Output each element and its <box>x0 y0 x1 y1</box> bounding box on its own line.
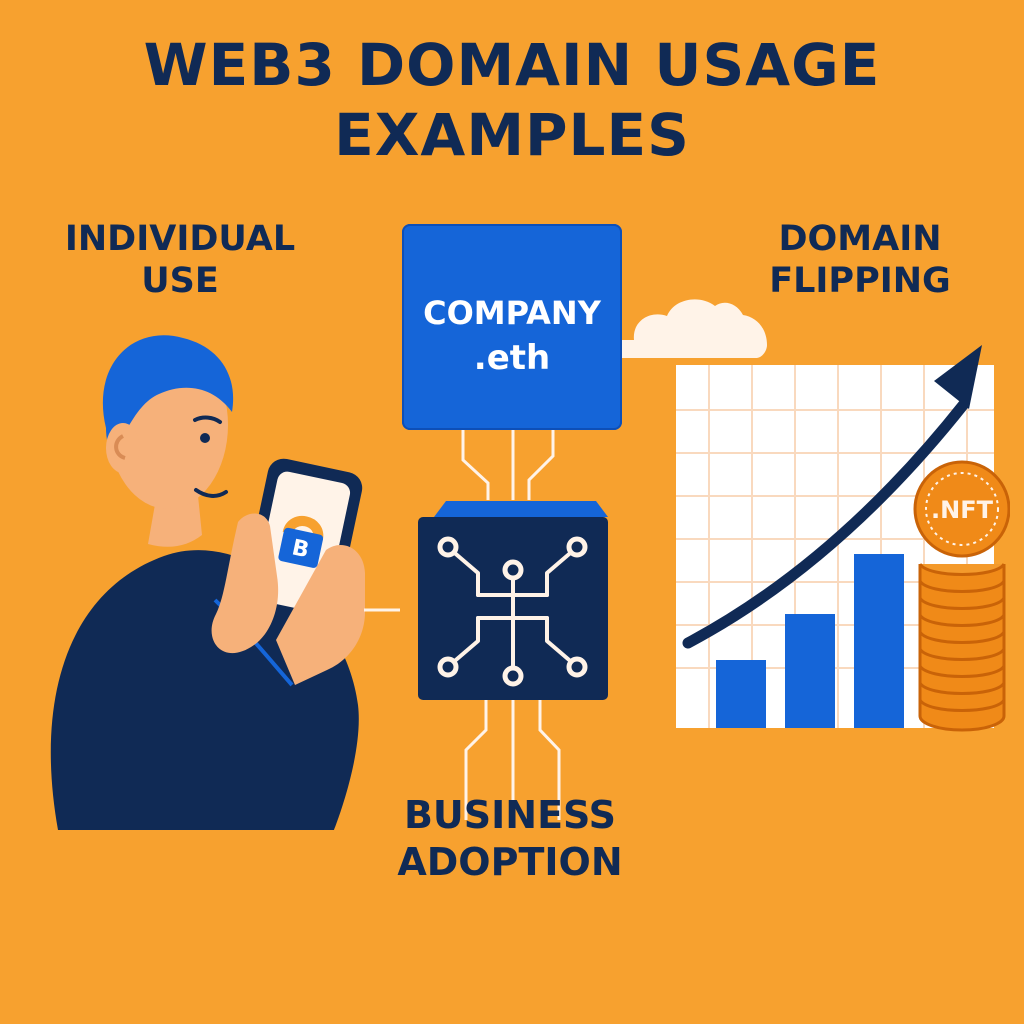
business-label-line-1: BUSINESS <box>403 793 617 837</box>
page-title: WEB3 DOMAIN USAGE EXAMPLES <box>0 30 1024 170</box>
nft-coin-text: .NFT <box>931 496 994 524</box>
company-name: COMPANY <box>423 294 601 332</box>
individual-use-label: INDIVIDUAL USE <box>50 218 310 302</box>
cloud-icon <box>622 299 767 358</box>
business-adoption-label: BUSINESS ADOPTION <box>355 792 665 886</box>
connection-lines <box>461 430 561 820</box>
nft-coin-stack-icon: .NFT <box>913 460 1010 732</box>
trend-arrow-icon <box>682 398 970 649</box>
company-domain-card: COMPANY .eth <box>402 224 622 430</box>
chart-bar-1 <box>716 660 766 728</box>
flipping-label-line-2: FLIPPING <box>769 261 951 301</box>
title-line-2: EXAMPLES <box>334 101 690 169</box>
chart-bar-3 <box>854 554 904 728</box>
phone-badge-text: B <box>290 535 312 563</box>
nft-coin-icon <box>913 460 1010 558</box>
domain-flipping-label: DOMAIN FLIPPING <box>730 218 990 302</box>
person-with-phone-icon: B <box>50 335 400 830</box>
business-label-line-2: ADOPTION <box>397 840 623 884</box>
network-node-icon <box>418 501 608 700</box>
chart-bar-2 <box>785 614 835 728</box>
individual-label-line-2: USE <box>141 261 219 301</box>
company-tld: .eth <box>473 338 551 378</box>
title-line-1: WEB3 DOMAIN USAGE <box>143 31 881 99</box>
individual-label-line-1: INDIVIDUAL <box>64 219 296 259</box>
phone-badge-icon <box>278 527 324 568</box>
flipping-label-line-1: DOMAIN <box>778 219 942 259</box>
